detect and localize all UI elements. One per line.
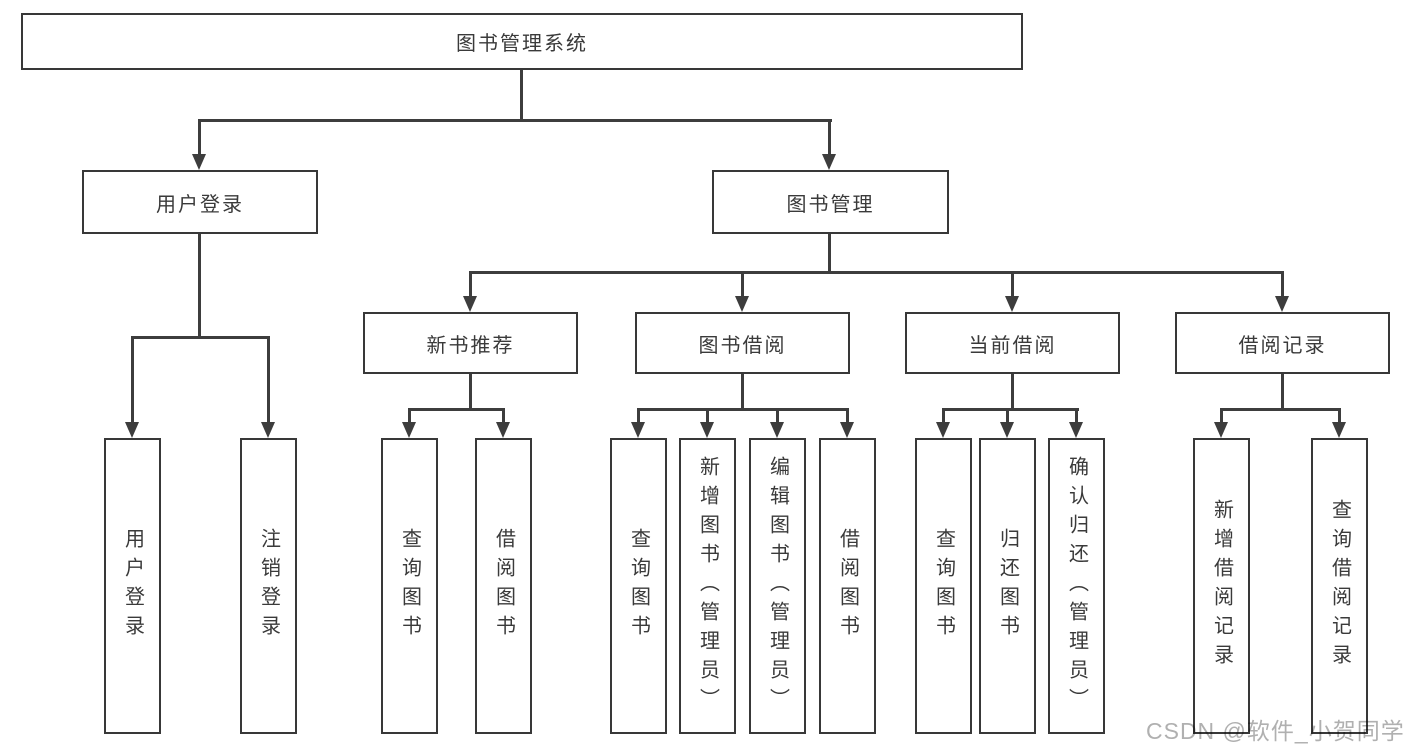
- node-book-borrowing: 图书借阅: [635, 312, 850, 374]
- arrowhead-down-icon: [1332, 422, 1346, 438]
- connector-drop: [828, 119, 831, 156]
- connector-stem: [520, 70, 523, 122]
- arrowhead-down-icon: [125, 422, 139, 438]
- node-label: 查询图书: [398, 528, 421, 644]
- connector-drop: [1338, 408, 1341, 423]
- connector-drop: [1220, 408, 1223, 423]
- connector-drop: [1006, 408, 1009, 423]
- connector-drop: [198, 119, 201, 156]
- arrowhead-down-icon: [822, 154, 836, 170]
- arrowhead-down-icon: [261, 422, 275, 438]
- connector-drop: [469, 271, 472, 297]
- leaf-add-book-admin: 新增图书（管理员）: [679, 438, 736, 734]
- leaf-add-borrow-record: 新增借阅记录: [1193, 438, 1250, 734]
- node-label: 借阅图书: [836, 528, 859, 644]
- connector-drop: [706, 408, 709, 423]
- node-label: 图书管理: [786, 193, 875, 216]
- node-label: 当前借阅: [968, 334, 1057, 357]
- node-label: 借阅记录: [1238, 334, 1327, 357]
- node-label: 查询借阅记录: [1328, 499, 1351, 673]
- leaf-confirm-return-admin: 确认归还（管理员）: [1048, 438, 1105, 734]
- leaf-borrow-books-recommend: 借阅图书: [475, 438, 532, 734]
- connector-stem: [469, 374, 472, 410]
- arrowhead-down-icon: [192, 154, 206, 170]
- arrowhead-down-icon: [770, 422, 784, 438]
- connector-drop: [502, 408, 505, 423]
- leaf-query-books-recommend: 查询图书: [381, 438, 438, 734]
- connector-drop: [1075, 408, 1078, 423]
- connector-bar: [1220, 408, 1341, 411]
- connector-drop: [776, 408, 779, 423]
- connector-drop: [846, 408, 849, 423]
- connector-bar: [131, 336, 270, 339]
- connector-stem: [198, 234, 201, 338]
- node-label: 用户登录: [121, 528, 144, 644]
- connector-drop: [741, 271, 744, 297]
- node-label: 编辑图书（管理员）: [766, 455, 789, 717]
- node-label: 确认归还（管理员）: [1065, 455, 1088, 717]
- connector-stem: [1281, 374, 1284, 410]
- arrowhead-down-icon: [402, 422, 416, 438]
- arrowhead-down-icon: [1069, 422, 1083, 438]
- leaf-query-books-current: 查询图书: [915, 438, 972, 734]
- node-label: 查询图书: [627, 528, 650, 644]
- connector-drop: [1011, 271, 1014, 297]
- connector-stem: [741, 374, 744, 410]
- node-user-login: 用户登录: [82, 170, 318, 234]
- node-label: 新书推荐: [426, 334, 515, 357]
- node-borrowing-records: 借阅记录: [1175, 312, 1390, 374]
- leaf-borrow-books: 借阅图书: [819, 438, 876, 734]
- arrowhead-down-icon: [936, 422, 950, 438]
- arrowhead-down-icon: [496, 422, 510, 438]
- node-label: 图书借阅: [698, 334, 787, 357]
- connector-drop: [1281, 271, 1284, 297]
- connector-drop: [267, 336, 270, 423]
- arrowhead-down-icon: [840, 422, 854, 438]
- node-current-borrowing: 当前借阅: [905, 312, 1120, 374]
- arrowhead-down-icon: [1005, 296, 1019, 312]
- connector-drop: [942, 408, 945, 423]
- node-label: 注销登录: [257, 528, 280, 644]
- node-label: 用户登录: [156, 193, 244, 216]
- node-label: 新增图书（管理员）: [696, 455, 719, 717]
- arrowhead-down-icon: [631, 422, 645, 438]
- connector-bar: [637, 408, 849, 411]
- leaf-user-login: 用户登录: [104, 438, 161, 734]
- node-book-management: 图书管理: [712, 170, 949, 234]
- leaf-edit-book-admin: 编辑图书（管理员）: [749, 438, 806, 734]
- connector-drop: [131, 336, 134, 423]
- node-label: 归还图书: [996, 528, 1019, 644]
- arrowhead-down-icon: [700, 422, 714, 438]
- node-library-management-system: 图书管理系统: [21, 13, 1023, 70]
- leaf-return-books: 归还图书: [979, 438, 1036, 734]
- connector-bar: [469, 271, 1284, 274]
- connector-bar: [408, 408, 505, 411]
- arrowhead-down-icon: [1275, 296, 1289, 312]
- connector-stem: [1011, 374, 1014, 410]
- arrowhead-down-icon: [1000, 422, 1014, 438]
- node-label: 图书管理系统: [456, 33, 588, 55]
- arrowhead-down-icon: [1214, 422, 1228, 438]
- leaf-query-borrow-record: 查询借阅记录: [1311, 438, 1368, 734]
- node-new-book-recommend: 新书推荐: [363, 312, 578, 374]
- connector-bar: [198, 119, 832, 122]
- csdn-watermark: CSDN @软件_小贺同学: [1146, 718, 1405, 744]
- leaf-query-books-borrow: 查询图书: [610, 438, 667, 734]
- connector-bar: [942, 408, 1079, 411]
- leaf-logout: 注销登录: [240, 438, 297, 734]
- connector-drop: [408, 408, 411, 423]
- node-label: 查询图书: [932, 528, 955, 644]
- arrowhead-down-icon: [735, 296, 749, 312]
- connector-stem: [828, 234, 831, 273]
- node-label: 新增借阅记录: [1210, 499, 1233, 673]
- arrowhead-down-icon: [463, 296, 477, 312]
- node-label: 借阅图书: [492, 528, 515, 644]
- connector-drop: [637, 408, 640, 423]
